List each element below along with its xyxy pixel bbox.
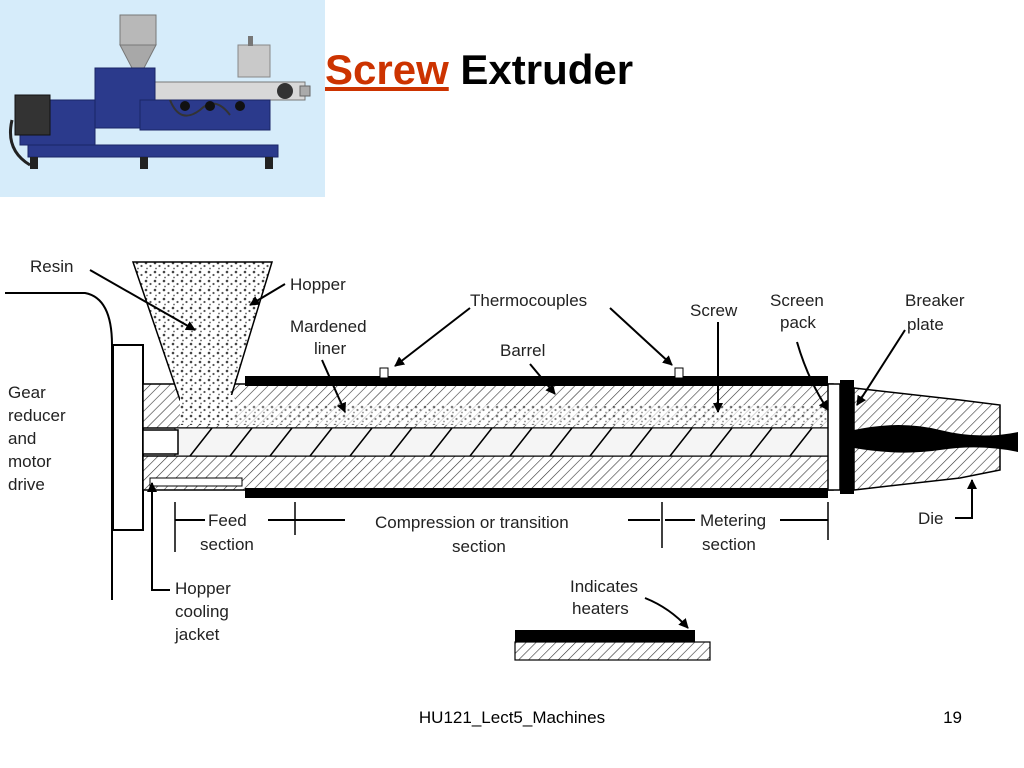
label-breaker-plate-line2: plate [907,315,944,334]
breaker-plate [840,380,854,494]
heater-band-bottom [245,488,828,498]
drive-flange [112,344,144,531]
screen-pack [827,383,841,491]
heater-legend-band [515,630,695,642]
label-breaker-plate-line1: Breaker [905,291,965,310]
label-resin: Resin [30,257,73,276]
heater-band-top [245,376,828,386]
label-metering-line2: section [702,535,756,554]
extruder-machine-image [9,14,311,169]
label-liner-line2: liner [314,339,346,358]
label-gear-line4: motor [8,452,52,471]
label-screen-pack-line1: Screen [770,291,824,310]
label-screen-pack-line2: pack [780,313,816,332]
hopper-cooling-jacket [149,477,243,487]
slide-title: Screw Extruder [325,46,633,94]
label-cooling-line2: cooling [175,602,229,621]
barrel-lower [142,455,834,491]
label-cooling-line3: jacket [174,625,220,644]
label-thermocouples: Thermocouples [470,291,587,310]
label-die: Die [918,509,944,528]
thermocouple-1 [379,367,389,379]
label-heaters-line1: Indicates [570,577,638,596]
screw-shaft [142,429,179,455]
footer-course-label: HU121_Lect5_Machines [418,708,606,727]
label-gear-line2: reducer [8,406,66,425]
feed-throat [180,395,235,425]
label-heaters-line2: heaters [572,599,629,618]
die-channel [854,425,1018,453]
label-gear-line5: drive [8,475,45,494]
heater-legend-barrel [514,641,711,661]
label-feed-line1: Feed [208,511,247,530]
resin-flow [230,405,830,425]
label-metering-line1: Metering [700,511,766,530]
label-liner-line1: Mardened [290,317,367,336]
gearbox-outline [5,292,113,600]
label-barrel: Barrel [500,341,545,360]
label-screw: Screw [690,301,738,320]
label-gear-line3: and [8,429,36,448]
slide-number: 19 [943,708,962,727]
label-gear-line1: Gear [8,383,46,402]
label-compression-line1: Compression or transition [375,513,569,532]
title-word-screw: Screw [325,46,449,93]
label-hopper: Hopper [290,275,346,294]
screw-flights [189,427,813,457]
label-compression-line2: section [452,537,506,556]
extruder-cross-section-diagram: Resin Hopper Thermocouples Screw Screen … [5,257,1018,661]
title-word-extruder: Extruder [460,46,634,93]
thermocouple-2 [674,367,684,379]
label-feed-line2: section [200,535,254,554]
extruder-photo [0,0,325,197]
label-cooling-line1: Hopper [175,579,231,598]
